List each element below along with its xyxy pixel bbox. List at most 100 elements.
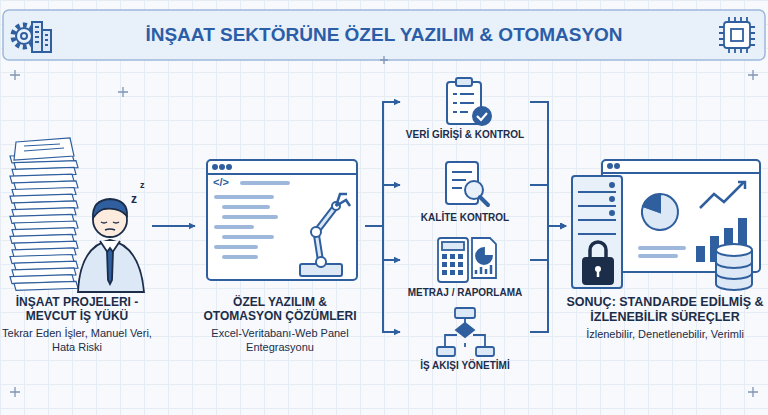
software-window-part-part xyxy=(214,245,258,249)
workflow-icon-part xyxy=(476,347,494,356)
calculator-report-icon-part-part xyxy=(442,254,447,259)
tired-worker-part xyxy=(78,240,144,292)
software-window-part-part xyxy=(222,205,270,209)
paper-stack-part xyxy=(14,281,78,290)
results-dashboard-part xyxy=(602,172,760,174)
process-step: İŞ AKIŞI YÖNETİMİ xyxy=(400,305,530,372)
flow-arrow xyxy=(152,225,195,227)
server-tower-part xyxy=(578,192,616,234)
flow-arrow xyxy=(530,102,566,226)
quality-inspection-icon-part xyxy=(480,197,488,205)
clipboard-check-icon xyxy=(447,78,491,125)
title-banner-part xyxy=(3,10,765,60)
software-window-part-part xyxy=(222,255,258,259)
software-window xyxy=(207,160,357,280)
calculator-report-icon-part-part xyxy=(442,262,447,267)
result-group: SONUÇ: STANDARDE EDİLMİŞ & İZLENEBİLİR S… xyxy=(566,155,764,342)
calculator-report-icon-part xyxy=(476,265,491,274)
software-window-part xyxy=(316,257,326,267)
server-tower-part xyxy=(597,270,600,277)
software-window-part xyxy=(311,227,321,237)
paper-stack-part xyxy=(14,138,74,160)
process-step: VERİ GİRİŞİ & KONTROL xyxy=(400,75,530,141)
step-heading: SONUÇ: STANDARDE EDİLMİŞ & İZLENEBİLİR S… xyxy=(566,295,764,325)
workflow-icon-part xyxy=(456,323,474,337)
results-dashboard-part xyxy=(615,164,619,168)
flow-arrow xyxy=(365,226,400,332)
step-heading: METRAJ / RAPORLAMA xyxy=(408,287,522,299)
step-description: Tekrar Eden İşler, Manuel Veri, Hata Ris… xyxy=(2,327,152,355)
step-heading: İŞ AKIŞI YÖNETİMİ xyxy=(420,360,509,372)
calculator-report-icon-part-part xyxy=(450,254,455,259)
step-description: Excel-Veritabanı-Web Panel Entegrasyonu xyxy=(195,327,365,355)
server-tower-part xyxy=(572,176,622,288)
workflow-icon-part xyxy=(437,347,455,356)
clipboard-check-icon-part xyxy=(473,107,491,125)
software-window-part xyxy=(207,173,357,175)
chip-icon xyxy=(719,17,755,53)
chip-icon-part xyxy=(731,29,743,41)
calculator-report-icon-part xyxy=(442,254,463,275)
gear-building-icon xyxy=(13,22,51,52)
server-tower-part xyxy=(583,258,613,284)
chip-icon-part xyxy=(724,22,750,48)
clipboard-check-icon-part xyxy=(456,78,472,86)
process-step: METRAJ / RAPORLAMA xyxy=(400,233,530,299)
chip-icon-part xyxy=(719,17,755,53)
software-window-part xyxy=(227,165,231,169)
software-window-part-part xyxy=(222,235,274,239)
flow-arrow xyxy=(365,102,400,226)
input-group: İNŞAAT PROJELERI - MEVCUT İŞ YÜKÜ Tekrar … xyxy=(2,135,152,354)
step-heading: İNŞAAT PROJELERI - MEVCUT İŞ YÜKÜ xyxy=(2,295,152,324)
code-symbol: </> xyxy=(213,176,229,188)
database-cylinder-part xyxy=(716,244,752,256)
calculator-report-icon-part xyxy=(476,248,492,264)
database-cylinder-part xyxy=(716,262,752,279)
clipboard-check-icon-part xyxy=(453,94,474,112)
results-dashboard-part xyxy=(640,248,684,256)
software-window-part xyxy=(214,181,290,259)
results-dashboard-part-part xyxy=(696,246,705,262)
step-description: İzlenebilir, Denetlenebilir, Verimli xyxy=(586,328,744,342)
sleep-mark: z xyxy=(131,192,137,206)
results-dashboard-part xyxy=(642,194,678,230)
database-cylinder xyxy=(716,244,752,290)
results-dashboard xyxy=(602,160,760,272)
server-tower-part xyxy=(610,197,614,201)
software-window-part xyxy=(336,194,350,206)
flow-arrow xyxy=(530,185,566,226)
tired-worker xyxy=(78,199,144,292)
step-heading: VERİ GİRİŞİ & KONTROL xyxy=(406,129,524,141)
server-tower-part xyxy=(590,242,606,258)
calculator-report-icon-part xyxy=(438,238,468,282)
process-step: KALİTE KONTROL xyxy=(400,158,530,224)
calculator-report-icon-part-part xyxy=(450,270,455,275)
software-window-part-part xyxy=(240,181,290,185)
flow-arrow xyxy=(530,226,566,332)
step-heading: ÖZEL YAZILIM & OTOMASYON ÇÖZÜMLERI xyxy=(195,295,365,324)
server-tower-part xyxy=(610,211,614,215)
software-window-part xyxy=(220,165,224,169)
calculator-report-icon-part-part xyxy=(442,270,447,275)
software-window-part xyxy=(207,160,357,280)
workflow-icon xyxy=(437,308,494,356)
flow-arrow xyxy=(365,185,400,226)
gear-building-icon-part xyxy=(16,28,32,44)
gear-building-icon-part xyxy=(21,33,27,39)
calculator-report-icon-part-part xyxy=(450,262,455,267)
results-dashboard-part xyxy=(608,164,612,168)
workflow-icon-part xyxy=(455,308,475,318)
software-window-part-part xyxy=(214,225,254,229)
step-heading: KALİTE KONTROL xyxy=(421,212,509,224)
tired-worker-part xyxy=(93,199,127,218)
workflow-icon-part xyxy=(445,318,485,347)
calculator-report-icon-part-part xyxy=(458,262,463,267)
results-dashboard-part xyxy=(602,160,760,272)
paper-stack xyxy=(10,138,78,290)
results-dashboard-part xyxy=(738,182,745,189)
quality-inspection-icon xyxy=(446,162,488,205)
clipboard-check-icon-part xyxy=(477,113,487,120)
calculator-report-icon-part xyxy=(472,238,496,278)
results-dashboard-part xyxy=(700,182,744,208)
